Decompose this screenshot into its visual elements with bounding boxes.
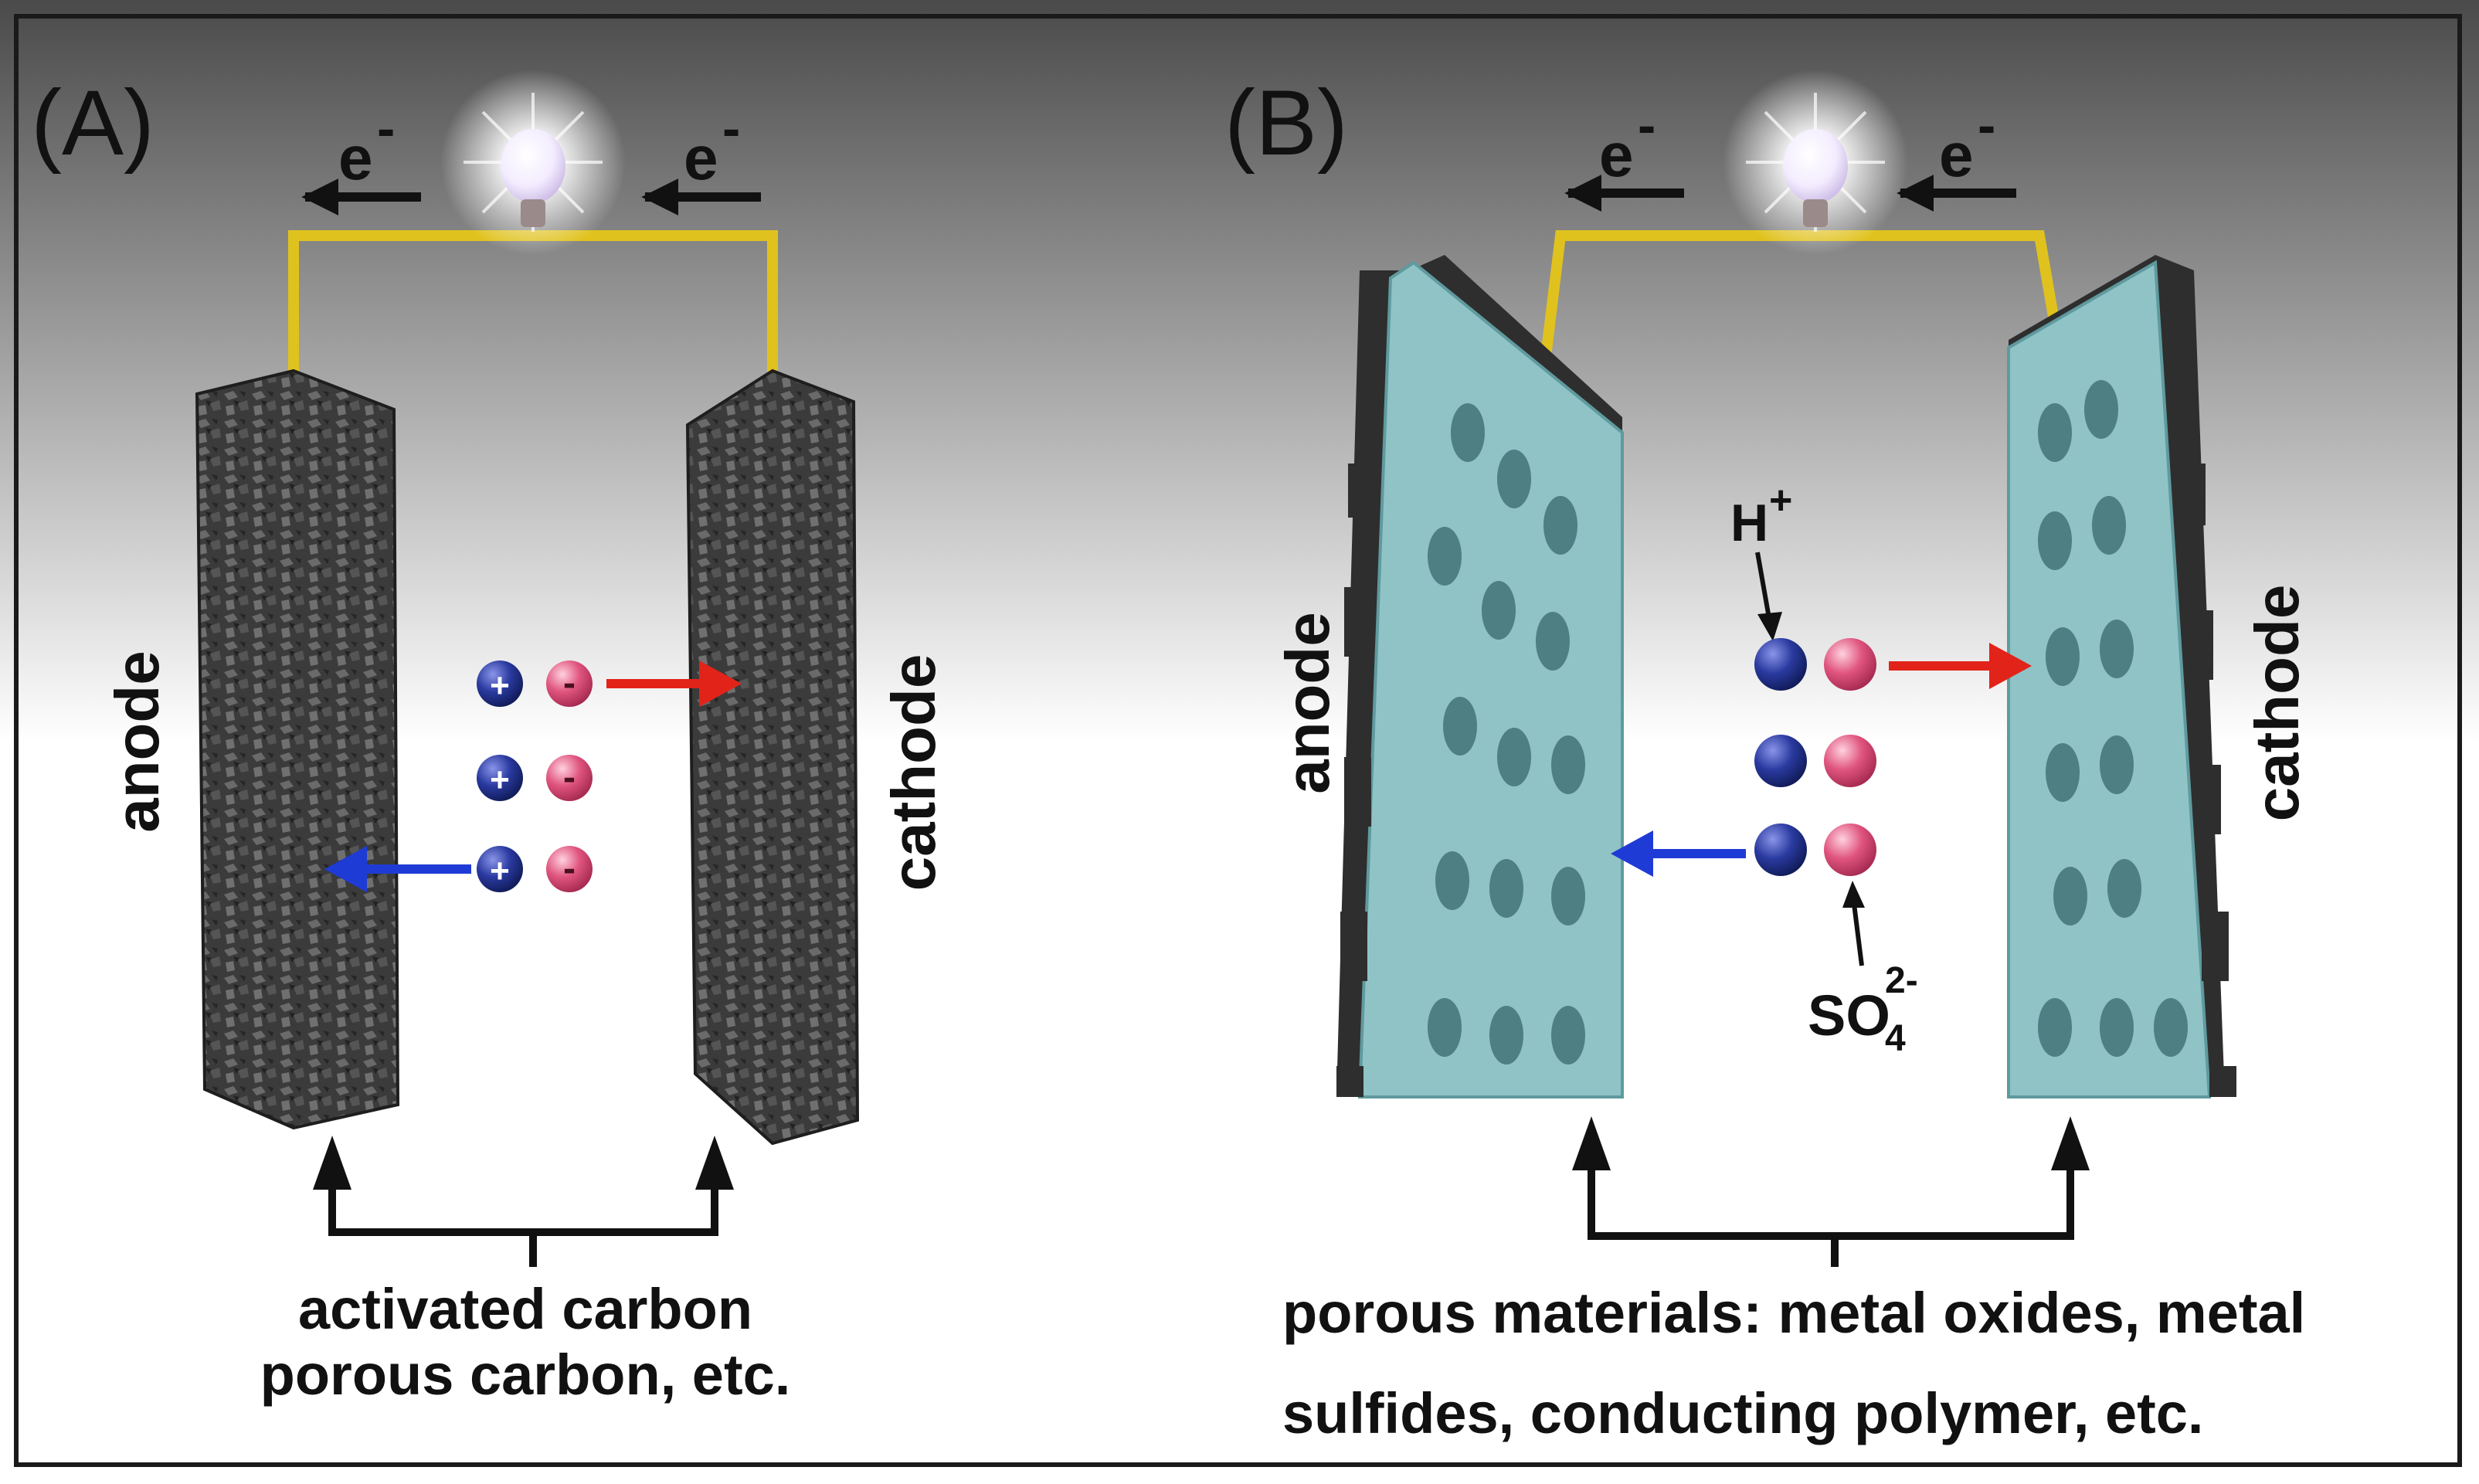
anion-symbol: - — [563, 848, 576, 889]
panel-b-electron-right: e — [1939, 121, 1974, 189]
panel-b: (B) e - e - — [1224, 70, 2311, 1445]
panel-b-ion-pairs — [1754, 638, 1876, 876]
cation-symbol: + — [490, 852, 510, 890]
sulfate-subscript: 4 — [1885, 1018, 1906, 1059]
panel-b-anode-electrode — [1336, 255, 1624, 1099]
panel-a-electron-left: e — [338, 124, 373, 192]
panel-a-cathode-label: cathode — [879, 654, 948, 891]
pointer-arrow-icon — [1842, 881, 1865, 966]
anion-symbol: - — [563, 757, 576, 798]
proton-symbol: H — [1730, 494, 1768, 552]
sulfate-label: SO 4 2- — [1808, 960, 1918, 1059]
sulfate-charge: 2- — [1885, 960, 1918, 1001]
sulfate-base: SO — [1808, 983, 1890, 1048]
cation — [1754, 735, 1807, 787]
proton-charge: + — [1769, 478, 1792, 523]
panel-b-anode-label: anode — [1273, 612, 1342, 794]
ion-arrow-icon — [324, 846, 471, 892]
panel-a-caption-line2: porous carbon, etc. — [260, 1343, 791, 1407]
panel-a-electron-right-charge: - — [722, 98, 740, 158]
cation — [1754, 824, 1807, 876]
pointer-arrow-icon — [313, 1136, 734, 1267]
cation: + — [477, 755, 523, 801]
anion-symbol: - — [563, 663, 576, 704]
ion-arrow-icon — [1889, 643, 2032, 689]
panel-a-cathode-electrode — [685, 368, 860, 1146]
panel-b-electron-left-charge: - — [1638, 95, 1655, 155]
ion-arrow-icon — [1611, 830, 1746, 877]
panel-a: (A) e - e - anode cathode — [31, 70, 948, 1407]
electron-arrow-icon: e - — [301, 98, 421, 216]
panel-a-electron-left-charge: - — [377, 98, 395, 158]
panel-b-cathode-electrode — [2007, 255, 2236, 1099]
panel-b-caption-line1: porous materials: metal oxides, metal — [1282, 1281, 2305, 1345]
cation: + — [477, 846, 523, 892]
electron-arrow-icon: e - — [1564, 95, 1684, 212]
panel-a-ion-pairs: + - + - + - — [477, 660, 593, 892]
panel-a-label: (A) — [31, 71, 155, 175]
panel-b-label: (B) — [1224, 71, 1348, 175]
light-bulb-icon — [440, 70, 626, 255]
anion — [1824, 638, 1876, 691]
panel-a-anode-label: anode — [103, 650, 171, 833]
pointer-arrow-icon — [1755, 552, 1782, 641]
anion: - — [546, 660, 593, 707]
cation: + — [477, 660, 523, 707]
anion: - — [546, 846, 593, 892]
panel-a-electron-right: e — [684, 124, 718, 192]
anion — [1824, 824, 1876, 876]
panel-a-caption-line1: activated carbon — [298, 1277, 752, 1341]
panel-b-electron-right-charge: - — [1978, 95, 1995, 155]
panel-b-caption-line2: sulfides, conducting polymer, etc. — [1282, 1381, 2203, 1445]
electron-arrow-icon: e - — [1897, 95, 2016, 212]
cation — [1754, 638, 1807, 691]
panel-b-electron-left: e — [1599, 121, 1634, 189]
pointer-arrow-icon — [1572, 1116, 2090, 1267]
cation-symbol: + — [490, 667, 510, 705]
electron-arrow-icon: e - — [641, 98, 761, 216]
light-bulb-icon — [1723, 70, 1908, 255]
proton-label: H + — [1730, 478, 1792, 552]
anion — [1824, 735, 1876, 787]
anion: - — [546, 755, 593, 801]
ion-arrow-icon — [606, 660, 742, 707]
panel-b-cathode-label: cathode — [2243, 585, 2311, 822]
cation-symbol: + — [490, 761, 510, 799]
panel-a-anode-electrode — [195, 368, 400, 1130]
